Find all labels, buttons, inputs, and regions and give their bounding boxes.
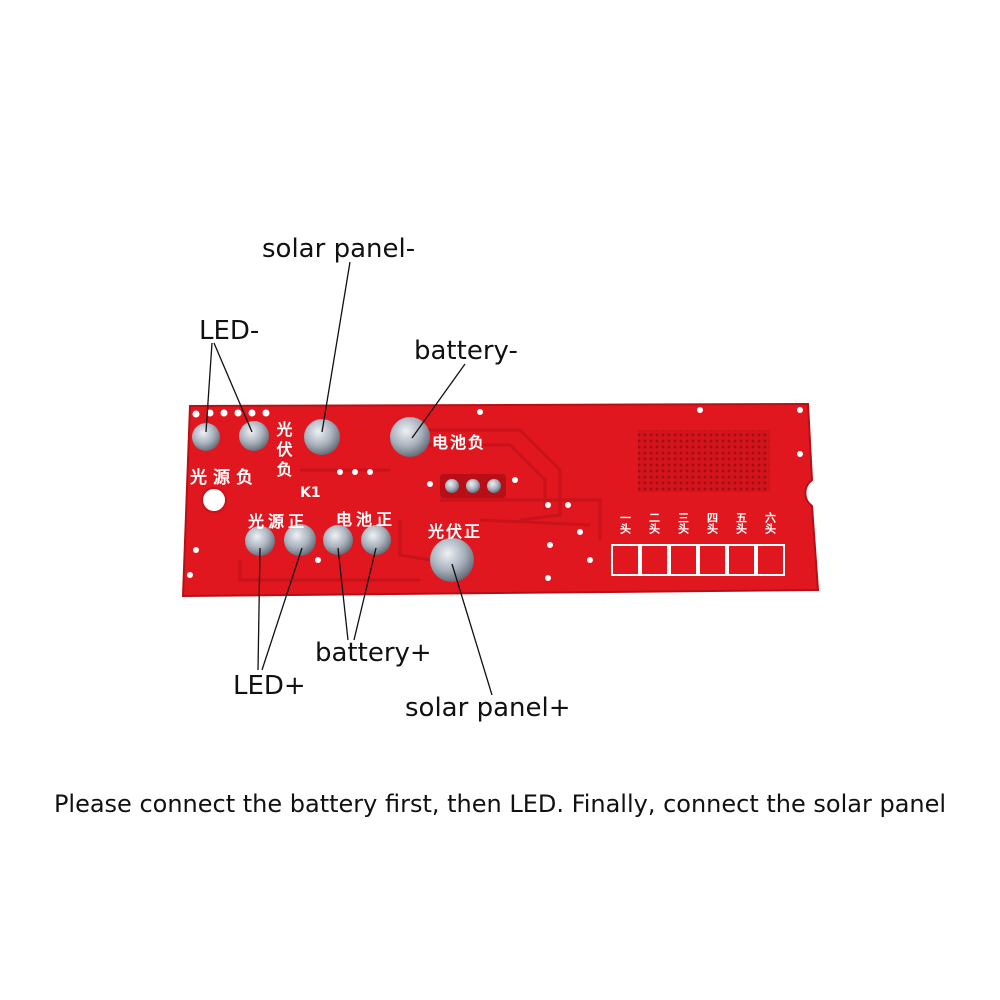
silk-pv-neg: 光伏负 [274,420,294,481]
callout-led-neg: LED- [199,316,260,346]
silk-pv-pos: 光伏正 [427,522,482,541]
silk-battery-neg: 电池负 [432,433,486,452]
pad-solar-neg [304,419,340,455]
three-pin-component [440,474,506,498]
silk-mode-label: 五头 [735,512,748,535]
silk-mode-label: 六头 [764,511,777,535]
vias [187,407,803,581]
pcb-traces [238,428,602,582]
pad-battery-neg [390,417,430,457]
instruction-text: Please connect the battery first, then L… [53,790,947,818]
callout-solar-panel-neg: solar panel- [262,234,416,264]
mode-boxes [611,544,785,576]
pad-led-neg-2 [239,421,269,451]
mounting-hole [201,487,227,513]
callout-battery-neg: battery- [414,336,518,366]
callout-battery-pos: battery+ [315,638,432,668]
mesh-area [638,430,770,492]
callout-led-pos: LED+ [233,671,306,701]
pad-solar-pos [430,538,474,582]
pad-led-pos-1 [245,526,275,556]
pad-battery-pos-2 [361,525,391,555]
silk-mode-label: 二头 [648,512,661,535]
silk-k1: K1 [300,485,321,501]
pad-battery-pos-1 [323,525,353,555]
pad-led-pos-2 [284,524,316,556]
leader-lines [205,261,493,696]
silk-battery-pos: 电池正 [336,510,396,529]
silk-mode-label: 四头 [706,512,719,535]
silk-mode-label: 一头 [619,512,632,535]
silk-light-source-pos: 光源正 [247,512,308,531]
callout-solar-panel-pos: solar panel+ [405,693,571,723]
silk-mode-label: 三头 [677,512,690,535]
silk-light-source-neg: 光源负 [189,467,259,488]
pad-led-neg-1 [192,423,220,451]
